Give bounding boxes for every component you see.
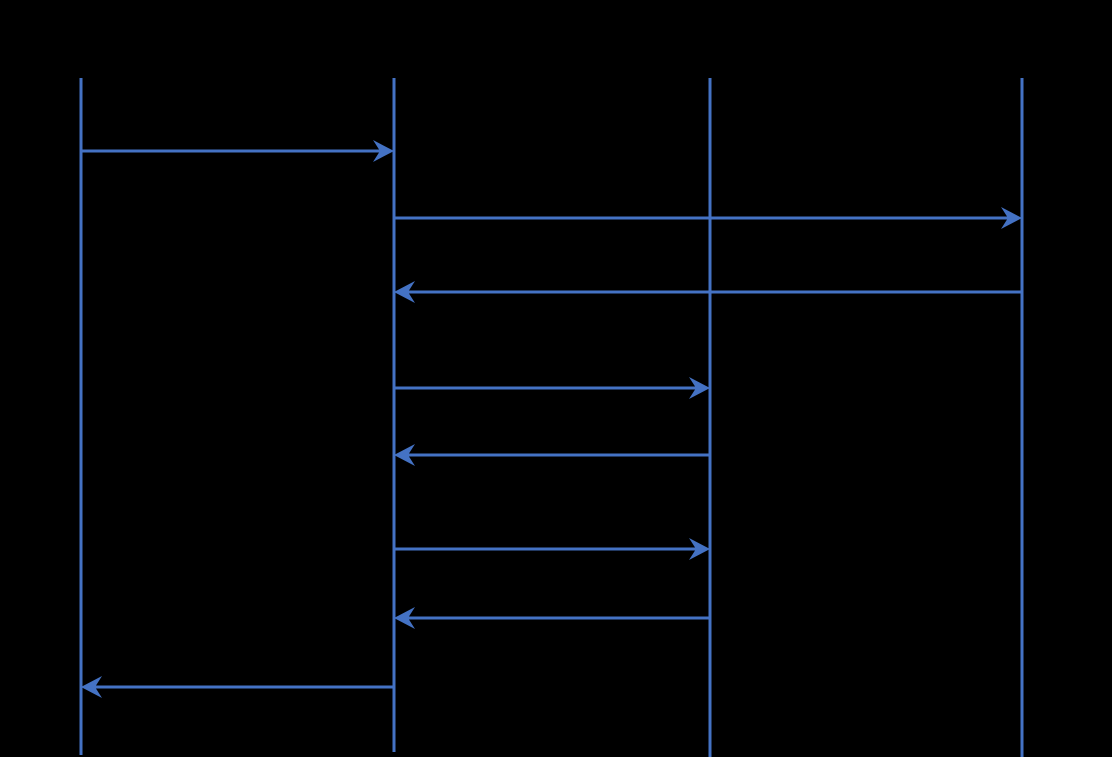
message-3-arrowhead-icon (394, 281, 415, 303)
message-6 (394, 538, 710, 560)
message-1 (81, 140, 394, 162)
message-2 (394, 207, 1022, 229)
message-5-arrowhead-icon (394, 444, 415, 466)
message-4 (394, 377, 710, 399)
message-8 (81, 676, 394, 698)
message-5 (394, 444, 710, 466)
message-7 (394, 607, 710, 629)
message-2-arrowhead-icon (1001, 207, 1022, 229)
message-3 (394, 281, 1022, 303)
message-4-arrowhead-icon (689, 377, 710, 399)
message-6-arrowhead-icon (689, 538, 710, 560)
message-8-arrowhead-icon (81, 676, 102, 698)
message-7-arrowhead-icon (394, 607, 415, 629)
message-1-arrowhead-icon (373, 140, 394, 162)
